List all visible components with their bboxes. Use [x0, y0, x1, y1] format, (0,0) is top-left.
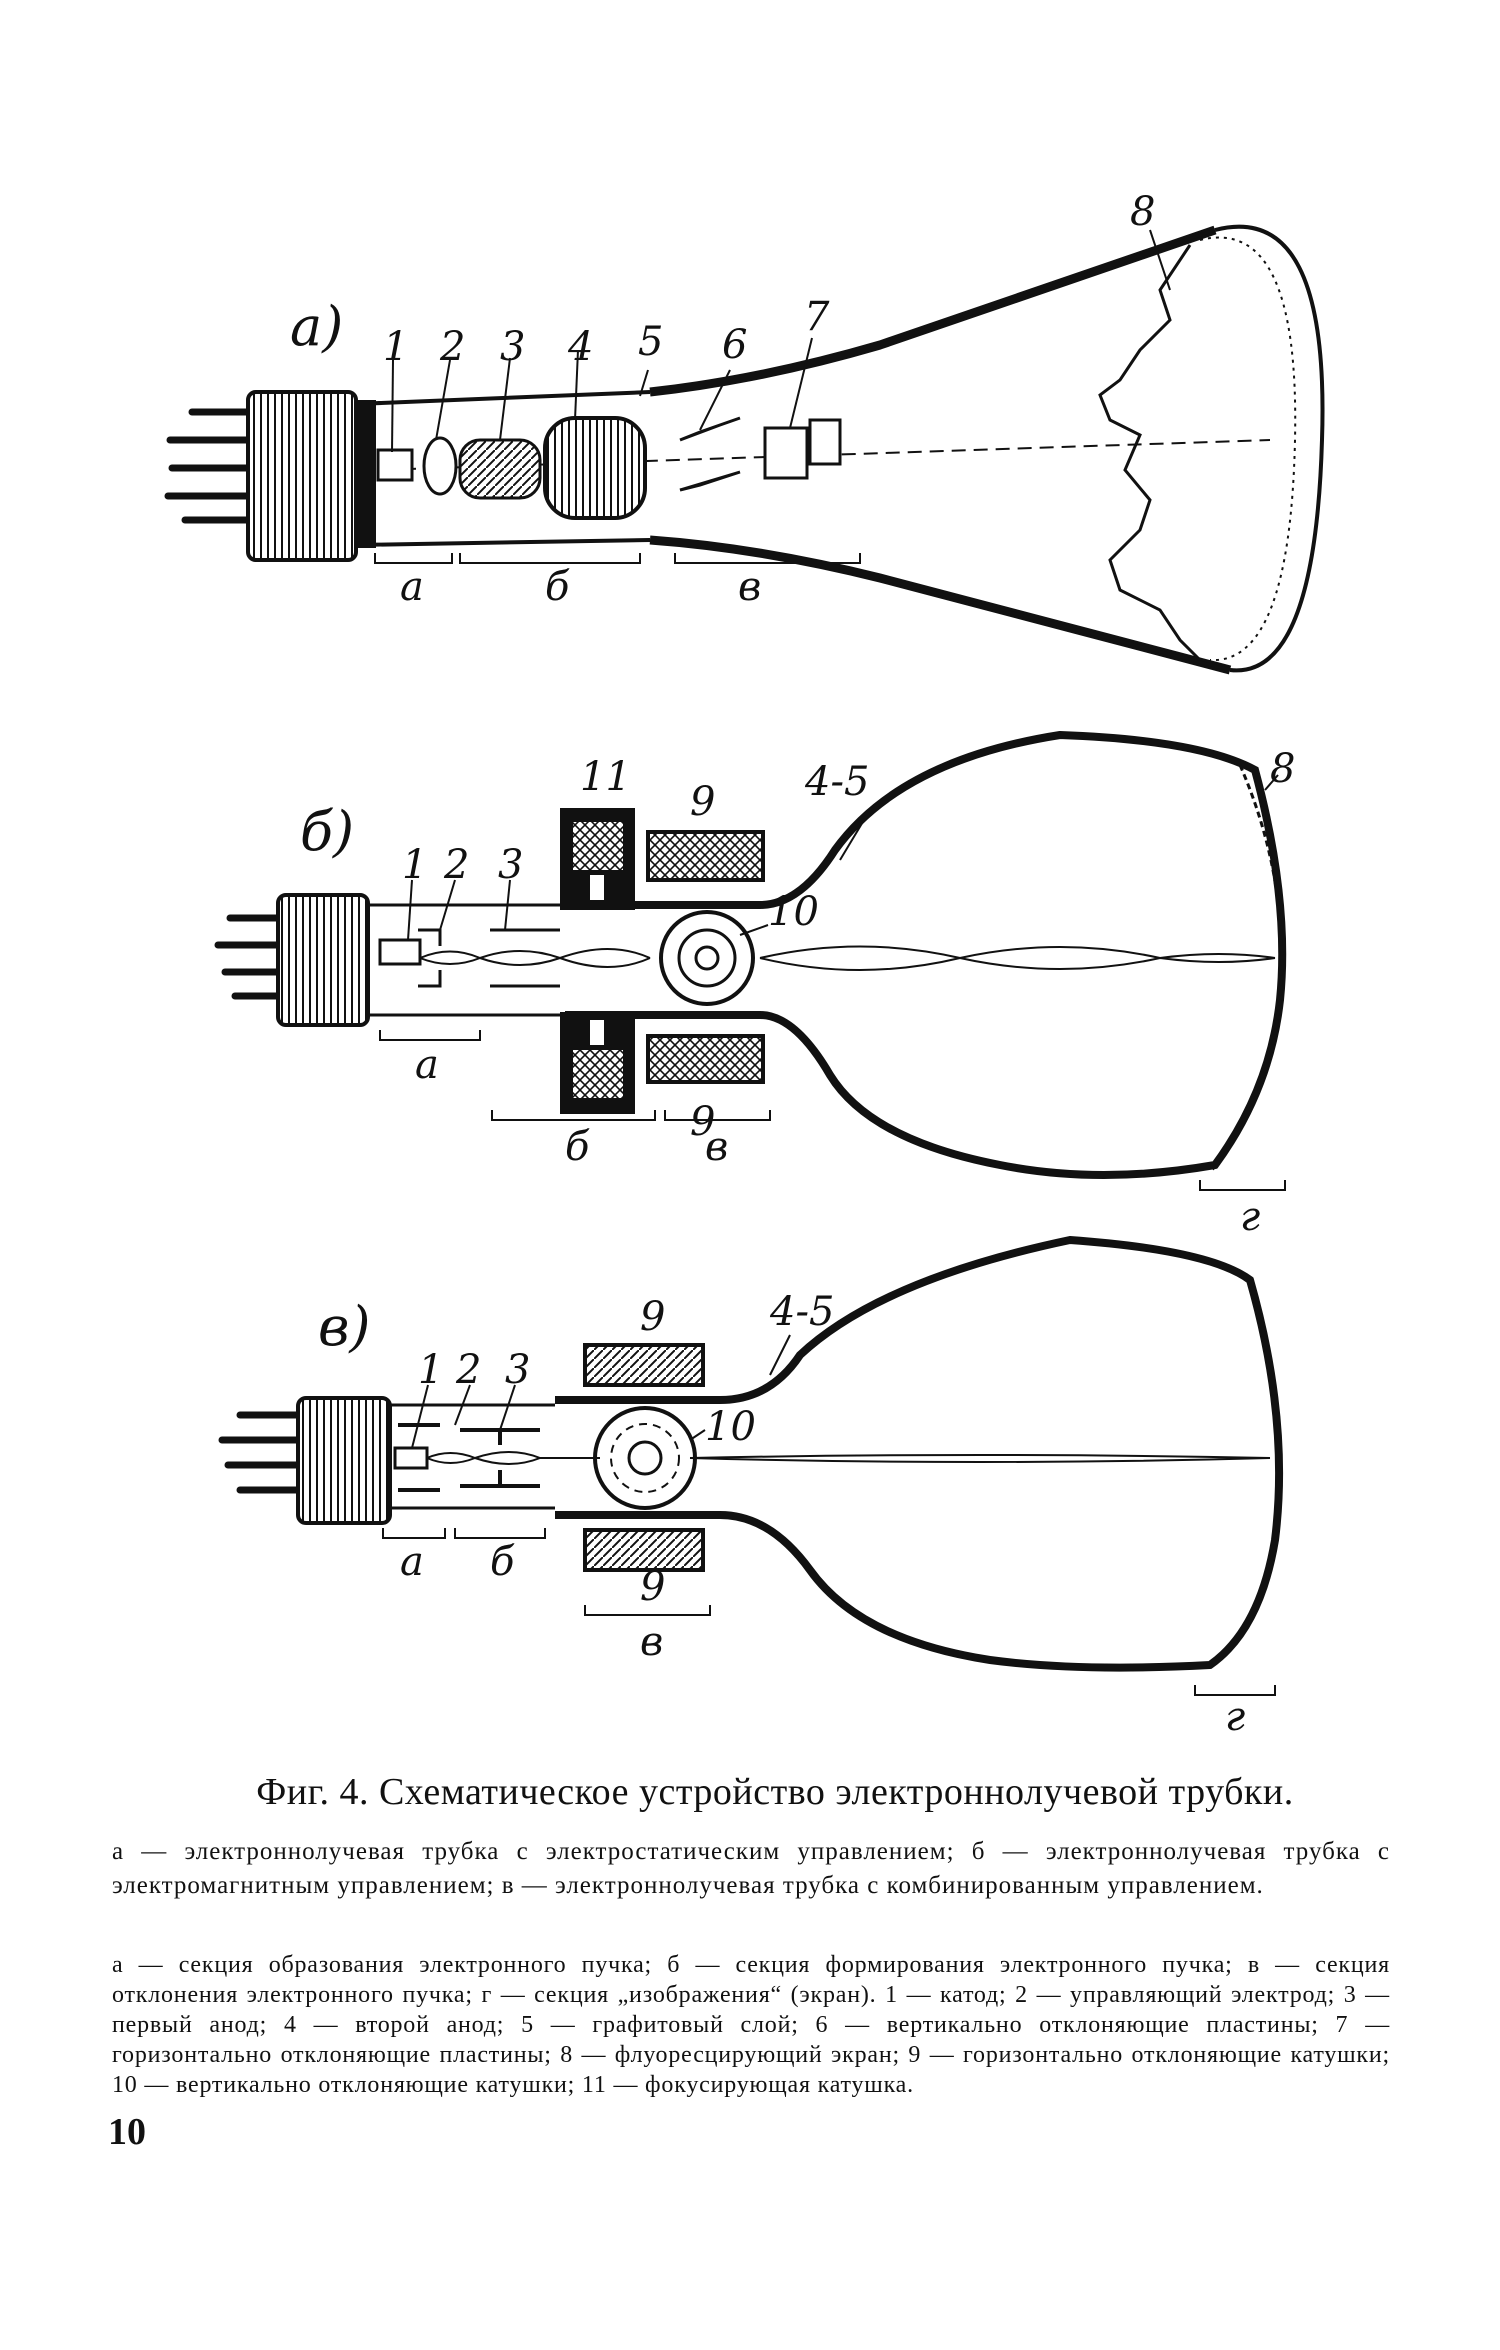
label-2: 2 — [439, 324, 465, 370]
crt-diagram-figure: 1 2 3 4 5 6 7 8 а) а б в — [164, 189, 1325, 1740]
label-9-bottom: 9 — [640, 1564, 665, 1610]
vertical-deflection-coils — [659, 910, 755, 1006]
label-1: 1 — [402, 842, 427, 888]
section-a-label: а — [400, 564, 424, 610]
second-anode — [543, 416, 647, 520]
panel-a-title: а) — [290, 295, 343, 358]
bulb-outline — [565, 730, 1287, 1179]
cathode — [376, 448, 414, 482]
label-9-top: 9 — [640, 1294, 665, 1340]
figure-caption-title: Фиг. 4. Схематическое устройство электро… — [256, 1771, 1294, 1813]
label-2: 2 — [443, 842, 469, 888]
bulb-outline — [649, 225, 1232, 675]
first-anode — [458, 438, 542, 500]
first-anode — [490, 928, 560, 988]
label-3: 3 — [500, 324, 525, 370]
label-4-5: 4-5 — [769, 1289, 834, 1335]
label-1: 1 — [383, 324, 408, 370]
label-6: 6 — [722, 322, 747, 368]
section-g-label: г — [1225, 1694, 1245, 1740]
section-a-label: а — [415, 1042, 439, 1088]
tube-base — [276, 893, 370, 1027]
electron-beam — [419, 945, 1276, 971]
tube-neck — [355, 390, 651, 547]
section-b-label: б — [545, 564, 570, 610]
panel-c-title: в) — [318, 1295, 371, 1358]
label-9-top: 9 — [690, 779, 715, 825]
bulb-outline — [555, 1235, 1284, 1672]
figure-caption-subtitle: а — электроннолучевая трубка с электрост… — [112, 1838, 1390, 1899]
label-4: 4 — [567, 324, 593, 370]
panel-b-electromagnetic-tube: 1 2 3 9 11 4-5 8 10 9 б) а б в г — [214, 730, 1295, 1240]
control-electrode — [398, 1423, 440, 1492]
section-v-label: в — [640, 1619, 663, 1665]
page-number: 10 — [108, 2111, 146, 2153]
fluorescent-screen — [1210, 764, 1284, 1171]
section-brackets — [379, 1030, 1286, 1191]
label-3: 3 — [505, 1347, 530, 1393]
section-b-label: б — [565, 1124, 590, 1170]
label-10: 10 — [705, 1404, 756, 1450]
label-11: 11 — [580, 754, 631, 800]
label-10: 10 — [768, 889, 819, 935]
control-electrode — [422, 436, 458, 496]
section-v-label: в — [705, 1124, 728, 1170]
label-5: 5 — [638, 319, 663, 365]
panel-b-title: б) — [300, 800, 354, 863]
base-pins — [164, 408, 254, 524]
electron-beam — [426, 1451, 1271, 1465]
label-1: 1 — [418, 1347, 443, 1393]
fluorescent-screen — [1214, 224, 1325, 673]
label-9-bottom: 9 — [690, 1099, 715, 1145]
section-b-label: б — [490, 1539, 515, 1585]
panel-a-electrostatic-tube: 1 2 3 4 5 6 7 8 а) а б в — [164, 189, 1325, 675]
cathode — [378, 938, 422, 966]
section-v-label: в — [738, 564, 761, 610]
panel-c-combined-tube: 1 2 3 9 4-5 10 9 в) а б в г — [218, 1235, 1284, 1740]
label-4-5: 4-5 — [804, 759, 869, 805]
vertical-deflection-plates — [679, 416, 741, 492]
label-7: 7 — [804, 294, 830, 340]
horizontal-deflection-coils — [646, 830, 765, 882]
section-a-label: а — [400, 1539, 424, 1585]
tube-base — [246, 390, 358, 562]
label-8: 8 — [1130, 189, 1155, 235]
figure-caption-legend: а — секция образования электронного пучк… — [112, 1952, 1390, 2098]
label-3: 3 — [498, 842, 523, 888]
cathode — [393, 1446, 429, 1470]
section-g-label: г — [1240, 1194, 1260, 1240]
first-anode — [460, 1428, 540, 1488]
section-brackets — [382, 1528, 1276, 1696]
label-8: 8 — [1270, 746, 1295, 792]
screen-cutaway-edge — [1098, 244, 1202, 662]
section-brackets — [374, 553, 861, 564]
horizontal-deflection-coils — [583, 1343, 705, 1387]
label-2: 2 — [455, 1347, 481, 1393]
horizontal-deflection-plates — [763, 426, 809, 480]
tube-base — [296, 1396, 392, 1525]
